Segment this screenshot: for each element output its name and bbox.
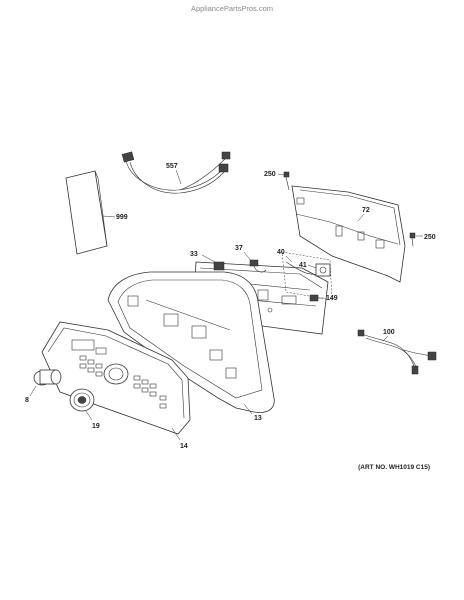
- callout-37: 37: [235, 245, 243, 252]
- part-14-control-panel[interactable]: [41, 321, 191, 441]
- art-number: (ART NO. WH1019 C15): [358, 464, 430, 471]
- watermark-text: AppliancePartsPros.com: [191, 4, 273, 13]
- part-40-wire-lead[interactable]: [281, 251, 333, 301]
- part-999-manual[interactable]: [65, 170, 116, 255]
- part-33-connector[interactable]: [201, 254, 216, 263]
- callout-250-top: 250: [264, 171, 276, 178]
- callout-33: 33: [190, 251, 198, 258]
- part-100-wire-harness[interactable]: [357, 329, 437, 375]
- part-557-wire-harness[interactable]: [121, 151, 231, 194]
- button-grid: [79, 355, 167, 409]
- callout-14: 14: [180, 443, 188, 450]
- callout-250-right: 250: [424, 234, 436, 241]
- part-8-knob[interactable]: [29, 369, 62, 397]
- callout-149: 149: [326, 295, 338, 302]
- part-37-sensor[interactable]: [243, 251, 267, 273]
- part-250-screw-right[interactable]: [409, 232, 423, 247]
- callout-41: 41: [299, 262, 307, 269]
- part-41-switch[interactable]: [307, 263, 331, 277]
- part-13-console-housing[interactable]: [107, 271, 275, 415]
- callout-13: 13: [254, 415, 262, 422]
- callout-40: 40: [277, 249, 285, 256]
- callout-8: 8: [25, 397, 29, 404]
- callout-100: 100: [383, 329, 395, 336]
- part-149-clip[interactable]: [309, 294, 324, 302]
- part-72-rear-cover[interactable]: [291, 185, 406, 283]
- callout-19: 19: [92, 423, 100, 430]
- part-250-screw-top[interactable]: [277, 171, 290, 191]
- part-19-knob-ring[interactable]: [69, 388, 95, 421]
- callout-557: 557: [166, 163, 178, 170]
- callout-72: 72: [362, 207, 370, 214]
- callout-999: 999: [116, 214, 128, 221]
